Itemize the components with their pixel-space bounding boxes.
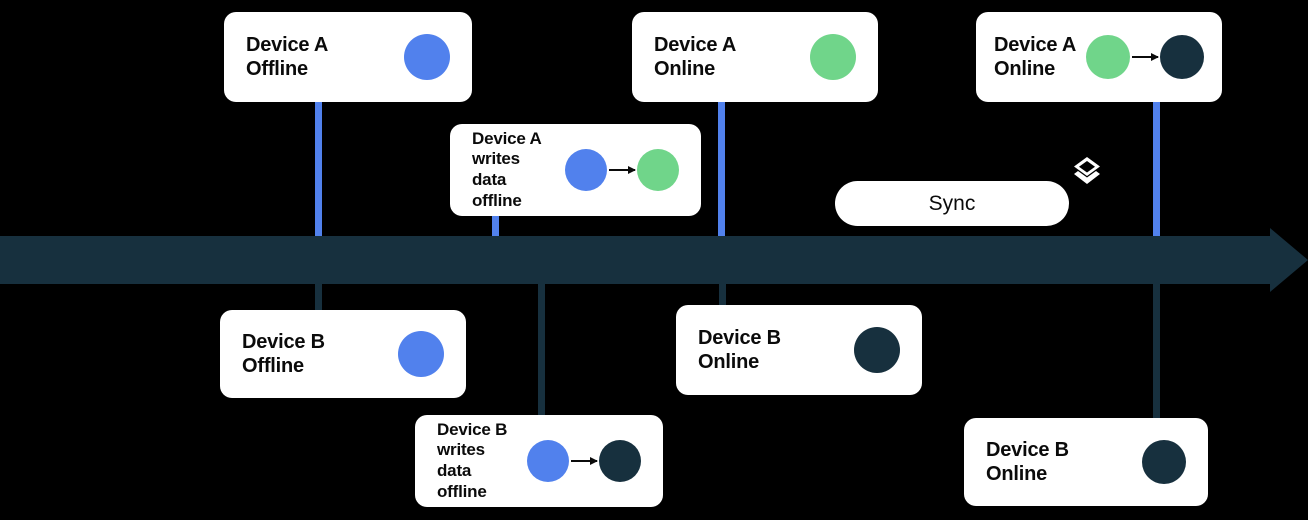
card-device-a-online-synced[interactable]: Device A Online <box>976 12 1222 102</box>
card-device-b-online-synced-label: Device B Online <box>986 439 1069 485</box>
timeline-arrow-icon <box>1270 228 1308 292</box>
arrow-right-icon <box>609 166 636 174</box>
card-device-b-online[interactable]: Device B Online <box>676 305 922 395</box>
status-dot-navy <box>1160 35 1204 79</box>
connector-device-a-offline <box>315 100 322 240</box>
card-device-b-offline[interactable]: Device B Offline <box>220 310 466 398</box>
status-dot-green <box>1086 35 1130 79</box>
connector-device-b-online-synced <box>1153 280 1160 420</box>
card-device-a-writes-offline-label: Device A writes data offline <box>472 128 542 210</box>
card-device-a-offline-visual <box>404 34 450 80</box>
timeline-bar <box>0 236 1272 284</box>
card-device-b-online-visual <box>854 327 900 373</box>
card-device-a-online-synced-visual <box>1086 35 1204 79</box>
card-device-a-online[interactable]: Device A Online <box>632 12 878 102</box>
status-dot-blue <box>398 331 444 377</box>
connector-device-b-offline <box>315 280 322 315</box>
status-dot-blue <box>565 149 607 191</box>
status-dot-navy <box>599 440 641 482</box>
connector-device-b-writes <box>538 280 545 420</box>
connector-device-a-online <box>718 100 725 240</box>
connector-device-b-online <box>719 280 726 305</box>
card-device-b-online-label: Device B Online <box>698 327 781 373</box>
card-device-b-writes-offline-label: Device B writes data offline <box>437 419 508 501</box>
status-dot-green <box>637 149 679 191</box>
card-device-a-online-label: Device A Online <box>654 34 737 80</box>
card-device-b-offline-label: Device B Offline <box>242 331 325 377</box>
card-device-a-writes-offline[interactable]: Device A writes data offline <box>450 124 701 216</box>
layers-icon <box>1074 157 1100 184</box>
card-device-a-offline-label: Device A Offline <box>246 34 329 80</box>
status-dot-navy <box>854 327 900 373</box>
card-device-b-writes-offline-visual <box>527 440 641 482</box>
status-dot-navy <box>1142 440 1186 484</box>
card-device-b-online-synced[interactable]: Device B Online <box>964 418 1208 506</box>
sync-pill[interactable]: Sync <box>835 181 1069 226</box>
card-device-a-online-synced-label: Device A Online <box>994 34 1077 80</box>
connector-device-a-online-synced <box>1153 100 1160 240</box>
status-dot-blue <box>404 34 450 80</box>
arrow-right-icon <box>1132 53 1159 61</box>
card-device-b-offline-visual <box>398 331 444 377</box>
card-device-a-writes-offline-visual <box>565 149 679 191</box>
sync-label: Sync <box>928 191 976 215</box>
arrow-right-icon <box>571 457 598 465</box>
card-device-a-offline[interactable]: Device A Offline <box>224 12 472 102</box>
card-device-b-online-synced-visual <box>1142 440 1186 484</box>
status-dot-blue <box>527 440 569 482</box>
card-device-b-writes-offline[interactable]: Device B writes data offline <box>415 415 663 507</box>
card-device-a-online-visual <box>810 34 856 80</box>
status-dot-green <box>810 34 856 80</box>
connector-device-a-writes <box>492 214 499 240</box>
